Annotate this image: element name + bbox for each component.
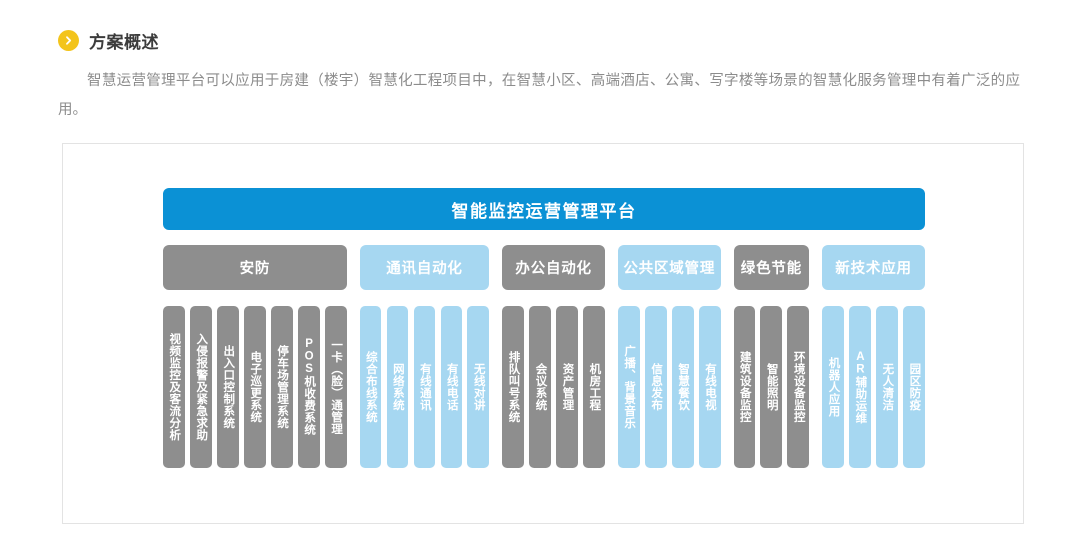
category-box-label: 办公自动化 — [515, 261, 592, 277]
subsystem-columns-row: 视频监控及客流分析 入侵报警及紧急求助 出入口控制系统 电子巡更系统 停车场管理系统 PO… — [163, 306, 925, 468]
subsystem-bar[interactable]: 园区防疫 — [903, 306, 925, 468]
subsystem-bar-label: 机器人应用 — [827, 357, 840, 417]
subsystem-bar-label: 资产管理 — [561, 363, 574, 411]
subsystem-bar-label: 入侵报警及紧急求助 — [195, 333, 208, 441]
subsystem-bar-label: 视频监控及客流分析 — [168, 333, 181, 441]
platform-banner: 智能监控运营管理平台 — [163, 188, 925, 230]
subsystem-bar-label: AR辅助运维 — [854, 350, 867, 424]
subsystem-bar-label: 一卡（脸）通管理 — [330, 339, 343, 435]
category-box-label: 公共区域管理 — [623, 261, 716, 277]
category-box[interactable]: 安防 — [163, 245, 347, 290]
subsystem-bar[interactable]: 出入口控制系统 — [216, 306, 239, 468]
subsystem-bar[interactable]: 有线电话 — [440, 306, 463, 468]
page-title: 方案概述 — [89, 33, 159, 52]
subsystem-bar-label: 建筑设备监控 — [738, 351, 751, 423]
category-box[interactable]: 通讯自动化 — [359, 245, 490, 290]
subsystem-bar[interactable]: 有线电视 — [698, 306, 721, 468]
subsystem-bar[interactable]: 无线对讲 — [467, 306, 490, 468]
subsystem-bar[interactable]: 信息发布 — [644, 306, 667, 468]
category-box-label: 新技术应用 — [835, 261, 912, 277]
category-box-label: 绿色节能 — [740, 261, 802, 277]
subsystem-bar-label: 无线对讲 — [472, 363, 485, 411]
subsystem-bar-label: 综合布线系统 — [364, 351, 377, 423]
category-box[interactable]: 公共区域管理 — [617, 245, 721, 290]
subsystem-bar-label: 广播、背景音乐 — [623, 345, 636, 429]
subsystem-bar-label: 智能照明 — [765, 363, 778, 411]
platform-banner-label: 智能监控运营管理平台 — [451, 201, 637, 221]
subsystem-bar[interactable]: 排队叫号系统 — [502, 306, 525, 468]
subsystem-bar[interactable]: 智慧餐饮 — [671, 306, 694, 468]
subsystem-bar[interactable]: 建筑设备监控 — [733, 306, 756, 468]
subsystem-bar[interactable]: POS机收费系统 — [297, 306, 320, 468]
subsystem-bar-label: 网络系统 — [391, 363, 404, 411]
subsystem-bar[interactable]: 环境设备监控 — [787, 306, 810, 468]
subsystem-bar-label: 排队叫号系统 — [507, 351, 520, 423]
category-row: 安防 通讯自动化 办公自动化 公共区域管理 绿色节能 新技术应用 — [163, 245, 925, 290]
subsystem-bar[interactable]: 综合布线系统 — [359, 306, 382, 468]
category-box-label: 安防 — [239, 261, 271, 277]
category-box[interactable]: 绿色节能 — [733, 245, 810, 290]
section-heading: 方案概述 — [0, 0, 1078, 53]
subsystem-bar[interactable]: 机房工程 — [583, 306, 605, 468]
subsystem-bar[interactable]: 广播、背景音乐 — [617, 306, 640, 468]
subsystem-bar[interactable]: 入侵报警及紧急求助 — [189, 306, 212, 468]
subsystem-bar-label: 停车场管理系统 — [276, 345, 289, 429]
subsystem-bar-label: 电子巡更系统 — [249, 351, 262, 423]
subsystem-bar[interactable]: 有线通讯 — [413, 306, 436, 468]
subsystem-bar-label: 有线电视 — [704, 363, 717, 411]
subsystem-bar-label: 有线电话 — [445, 363, 458, 411]
chevron-right-circle-icon — [58, 30, 79, 51]
subsystem-bar-label: POS机收费系统 — [303, 338, 316, 436]
subsystem-bar[interactable]: AR辅助运维 — [849, 306, 871, 468]
subsystem-bar-label: 有线通讯 — [418, 363, 431, 411]
subsystem-bar[interactable]: 机器人应用 — [822, 306, 844, 468]
intro-paragraph: 智慧运营管理平台可以应用于房建（楼宇）智慧化工程项目中，在智慧小区、高端酒店、公… — [58, 73, 1020, 118]
subsystem-bar[interactable]: 资产管理 — [556, 306, 578, 468]
subsystem-bar-label: 无人清洁 — [881, 363, 894, 411]
subsystem-bar[interactable]: 无人清洁 — [876, 306, 898, 468]
subsystem-bar[interactable]: 停车场管理系统 — [270, 306, 293, 468]
subsystem-bar[interactable]: 会议系统 — [529, 306, 552, 468]
subsystem-bar-label: 园区防疫 — [908, 363, 921, 411]
category-box-label: 通讯自动化 — [386, 261, 463, 277]
subsystem-bar-label: 智慧餐饮 — [677, 363, 690, 411]
subsystem-bar-label: 环境设备监控 — [792, 351, 805, 423]
subsystem-bar-label: 会议系统 — [534, 363, 547, 411]
subsystem-bar[interactable]: 一卡（脸）通管理 — [324, 306, 347, 468]
subsystem-bar-label: 出入口控制系统 — [222, 345, 235, 429]
category-box[interactable]: 办公自动化 — [502, 245, 606, 290]
subsystem-bar[interactable]: 电子巡更系统 — [243, 306, 266, 468]
category-box[interactable]: 新技术应用 — [822, 245, 925, 290]
architecture-diagram: 智能监控运营管理平台 安防 通讯自动化 办公自动化 公共区域管理 绿色节能 新技术应用 视… — [62, 143, 1024, 524]
subsystem-bar-label: 信息发布 — [650, 363, 663, 411]
subsystem-bar[interactable]: 视频监控及客流分析 — [163, 306, 185, 468]
subsystem-bar[interactable]: 智能照明 — [760, 306, 783, 468]
subsystem-bar[interactable]: 网络系统 — [386, 306, 409, 468]
subsystem-bar-label: 机房工程 — [588, 363, 601, 411]
